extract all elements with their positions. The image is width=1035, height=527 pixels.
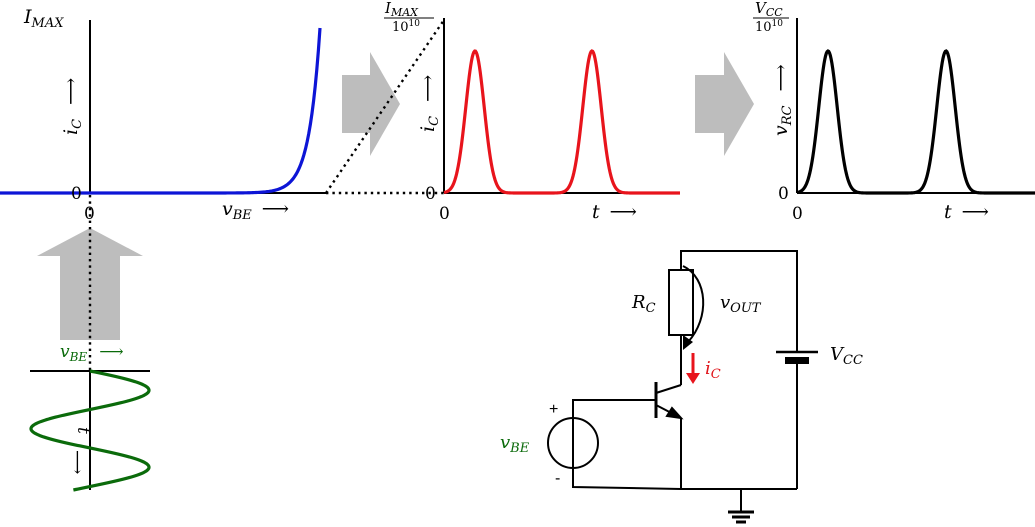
vcc-label: VCC <box>830 344 863 368</box>
flow-arrow-right-2 <box>695 52 754 156</box>
emitter-arrow-icon <box>665 406 684 420</box>
base-wire <box>572 399 656 418</box>
transistor-collector-lead <box>655 384 682 394</box>
transfer-x-zero: 0 <box>84 204 95 224</box>
voltage-x-axis-label: t⟶ <box>944 201 989 223</box>
transfer-curve <box>0 27 322 195</box>
source-plus-label: + <box>549 401 558 418</box>
ic-arrow-head-icon <box>686 373 700 384</box>
input-t-label: t <box>73 427 93 434</box>
resistor-voltage-panel: VCC 1010 vRC⟶ 0 0 t⟶ <box>753 0 1035 224</box>
projection-dotted-line-1 <box>325 19 445 194</box>
bjt-circuit <box>547 250 818 524</box>
transfer-y-zero: 0 <box>71 184 82 204</box>
top-wire <box>680 250 798 352</box>
current-y-top-num: IMAX <box>384 0 419 19</box>
vout-label: vOUT <box>720 292 762 316</box>
flow-arrow-up <box>37 228 143 340</box>
current-pulse-curve <box>443 49 680 195</box>
battery-short-plate <box>785 357 809 364</box>
rc-label: RC <box>631 292 656 316</box>
input-signal-panel: vBE⟶ t ⟶ <box>29 342 151 492</box>
transfer-y-top-label: IMAX <box>23 6 64 31</box>
collector-resistor <box>668 269 694 336</box>
voltage-y-axis-label: vRC⟶ <box>770 64 795 136</box>
voltage-x-zero: 0 <box>792 204 803 224</box>
current-y-zero: 0 <box>425 184 436 204</box>
transfer-characteristic-panel: IMAX iC⟶ 0 0 vBE⟶ <box>0 6 326 224</box>
input-t-arrow: ⟶ <box>67 450 87 474</box>
ic-label: iC <box>705 358 721 382</box>
voltage-y-zero: 0 <box>778 184 789 204</box>
transfer-x-axis-label: vBE⟶ <box>222 198 289 223</box>
vout-curved-arrow <box>682 265 705 343</box>
collector-current-panel: IMAX 1010 iC⟶ 0 0 t⟶ <box>384 0 680 224</box>
voltage-y-top-num: VCC <box>755 0 783 19</box>
current-x-zero: 0 <box>439 204 450 224</box>
current-y-axis-label: iC⟶ <box>417 75 442 132</box>
flow-arrow-right-1 <box>342 52 400 156</box>
source-to-ground-wire <box>572 468 797 490</box>
input-sine-curve <box>29 369 151 492</box>
voltage-y-top-den: 1010 <box>755 19 783 35</box>
vbe-label: vBE <box>500 432 530 456</box>
vout-arrow-head-icon <box>683 335 693 350</box>
voltage-pulse-curve <box>796 49 1035 195</box>
input-x-axis-label: vBE⟶ <box>60 342 124 364</box>
current-y-top-den: 1010 <box>392 19 420 35</box>
source-minus-label: - <box>555 470 560 487</box>
transfer-y-axis-label: iC⟶ <box>60 78 85 135</box>
current-x-axis-label: t⟶ <box>592 201 637 223</box>
